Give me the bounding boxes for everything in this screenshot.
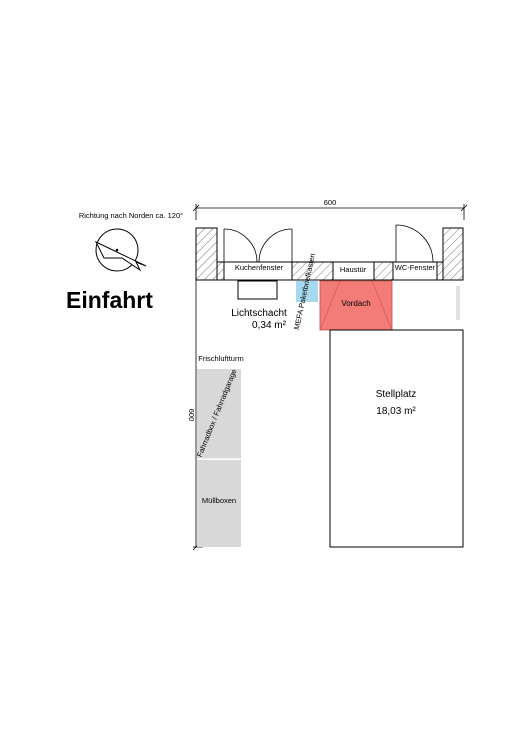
wall-segment-left (216, 261, 225, 281)
wall-segment-wc-right (436, 261, 444, 281)
house-wall (195, 227, 464, 281)
parking-label: Stellplatz (376, 389, 417, 400)
wall-segment-middle (291, 261, 334, 281)
bins-area (197, 460, 241, 547)
north-caption: Richtung nach Norden ca. 120° (79, 211, 183, 220)
wall-pier-right (442, 227, 464, 281)
parking-area: 18,03 m² (376, 406, 416, 417)
canopy (319, 280, 393, 331)
parcel-box (296, 281, 318, 302)
canopy-label: Vordach (341, 299, 370, 308)
north-arrow-icon (94, 240, 147, 272)
kitchen-window-swing (223, 228, 293, 263)
compass-circle (95, 228, 139, 272)
bike-box (197, 369, 241, 459)
light-shaft-area: 0,34 m² (252, 320, 287, 331)
wc-window-swing (395, 224, 434, 263)
parking-space (329, 329, 464, 548)
front-door-label: Haustür (340, 265, 367, 274)
wc-window-label: WC-Fenster (395, 263, 436, 272)
driveway-heading: Einfahrt (66, 287, 153, 313)
wall-segment-door-right (373, 261, 394, 281)
compass-center-dot (115, 248, 119, 252)
light-shaft (237, 280, 278, 300)
compass (94, 228, 147, 272)
edge-marker (456, 286, 460, 320)
wall-pier-left (195, 227, 218, 281)
bins-label: Müllboxen (202, 496, 236, 505)
dimension-depth-label: 600 (187, 409, 196, 422)
kitchen-window-label: Kuchenfenster (235, 263, 284, 272)
fresh-air-tower-label: Frischluftturm (198, 354, 243, 363)
dimension-width (192, 204, 468, 220)
light-shaft-label: Lichtschacht (231, 308, 287, 319)
dimension-width-label: 600 (324, 198, 337, 207)
